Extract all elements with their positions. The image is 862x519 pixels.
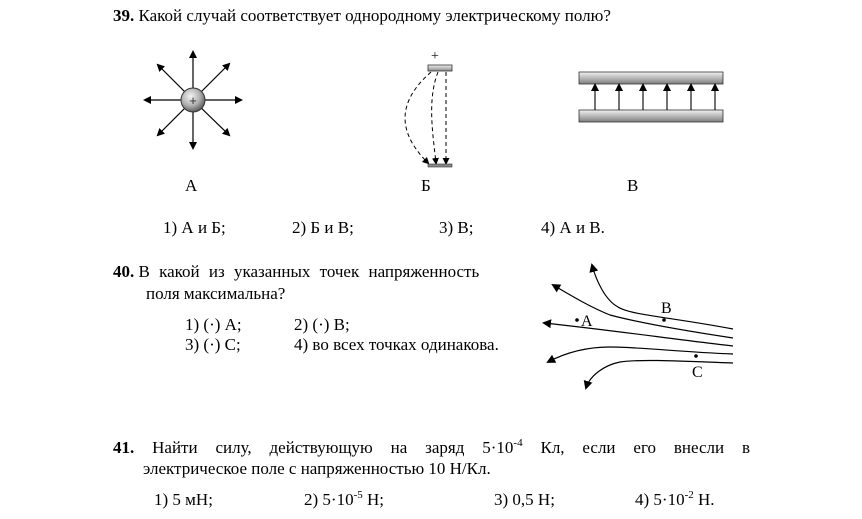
figure-label-v: В	[627, 176, 639, 195]
q39-option-2[interactable]: 2) Б и В;	[292, 218, 354, 237]
q41-option-4[interactable]: 4) 5·10-2 Н.	[635, 490, 715, 510]
q41-option-4-base: 4) 5·10	[635, 490, 685, 509]
field-line	[546, 346, 734, 363]
q40-text-line2: поля максимальна?	[146, 284, 286, 303]
q41-option-4-exp: -2	[684, 489, 694, 501]
q40-option-1[interactable]: 1) (·) А;	[185, 315, 242, 334]
q40-line1: 40. В какой из указанных точек напряженн…	[113, 262, 519, 282]
field-line	[542, 319, 734, 347]
top-plate	[427, 64, 453, 72]
figure-v-uniform-field	[578, 71, 724, 123]
dashed-field-line	[404, 71, 432, 165]
field-line	[551, 283, 734, 339]
point-b-dot	[662, 318, 666, 322]
q39-option-3[interactable]: 3) В;	[439, 218, 474, 237]
q40-field-lines-figure: A B C	[542, 263, 734, 390]
dashed-field-line	[431, 71, 439, 165]
q39-option-4[interactable]: 4) А и В.	[541, 218, 605, 237]
point-a-label: A	[581, 313, 593, 330]
q41-option-2-base: 2) 5·10	[304, 490, 354, 509]
q39-text: Какой случай соответствует однородному э…	[138, 6, 611, 25]
top-plate	[578, 71, 724, 85]
q40-option-3[interactable]: 3) (·) С;	[185, 335, 241, 354]
q41-option-1[interactable]: 1) 5 мН;	[154, 490, 213, 510]
q40-number: 40.	[113, 262, 135, 281]
q41-option-3-text: 3) 0,5 Н;	[494, 490, 555, 509]
bottom-plate	[427, 163, 453, 168]
q41-text-post: Кл, если его внесли в	[522, 438, 751, 457]
q41-line1-text: 41. Найти силу, действующую на заряд 5·1…	[113, 438, 750, 458]
q40-option-2[interactable]: 2) (·) В;	[294, 315, 350, 334]
point-c-dot	[694, 354, 698, 358]
q39-number: 39.	[113, 6, 135, 25]
q41-text-exp: -4	[513, 437, 523, 449]
q41-text-pre: Найти силу, действующую на заряд 5·10	[152, 438, 514, 457]
q41-option-2-unit: Н;	[362, 490, 384, 509]
figure-label-b: Б	[421, 176, 431, 195]
point-b-label: B	[661, 300, 672, 317]
q41-text-line2: электрическое поле с напряженностью 10 Н…	[143, 459, 491, 478]
charge-sign: +	[189, 93, 197, 108]
figure-label-a: А	[185, 176, 198, 195]
point-c-label: C	[692, 364, 703, 381]
q41-option-2[interactable]: 2) 5·10-5 Н;	[304, 490, 384, 510]
bottom-plate	[578, 109, 724, 123]
q41-option-1-text: 1) 5 мН;	[154, 490, 213, 509]
figure-a-point-charge: +	[143, 50, 243, 150]
q41-option-3[interactable]: 3) 0,5 Н;	[494, 490, 555, 510]
figure-b-curved-field: +	[404, 49, 453, 168]
plate-charge-sign: +	[431, 49, 439, 64]
field-line	[583, 359, 734, 390]
q41-number: 41.	[113, 438, 135, 457]
field-line	[589, 263, 734, 330]
q39-option-1[interactable]: 1) А и Б;	[163, 218, 226, 237]
q39-heading: 39. Какой случай соответствует однородно…	[113, 6, 611, 26]
q41-option-4-unit: Н.	[693, 490, 715, 509]
q40-text-line1: В какой из указанных точек напряженность	[138, 262, 480, 281]
point-a-dot	[575, 318, 579, 322]
charge-ball	[180, 87, 206, 113]
q41-option-2-exp: -5	[353, 489, 363, 501]
q40-option-4[interactable]: 4) во всех точках одинакова.	[294, 335, 499, 354]
q41-line1: 41. Найти силу, действующую на заряд 5·1…	[113, 438, 750, 458]
